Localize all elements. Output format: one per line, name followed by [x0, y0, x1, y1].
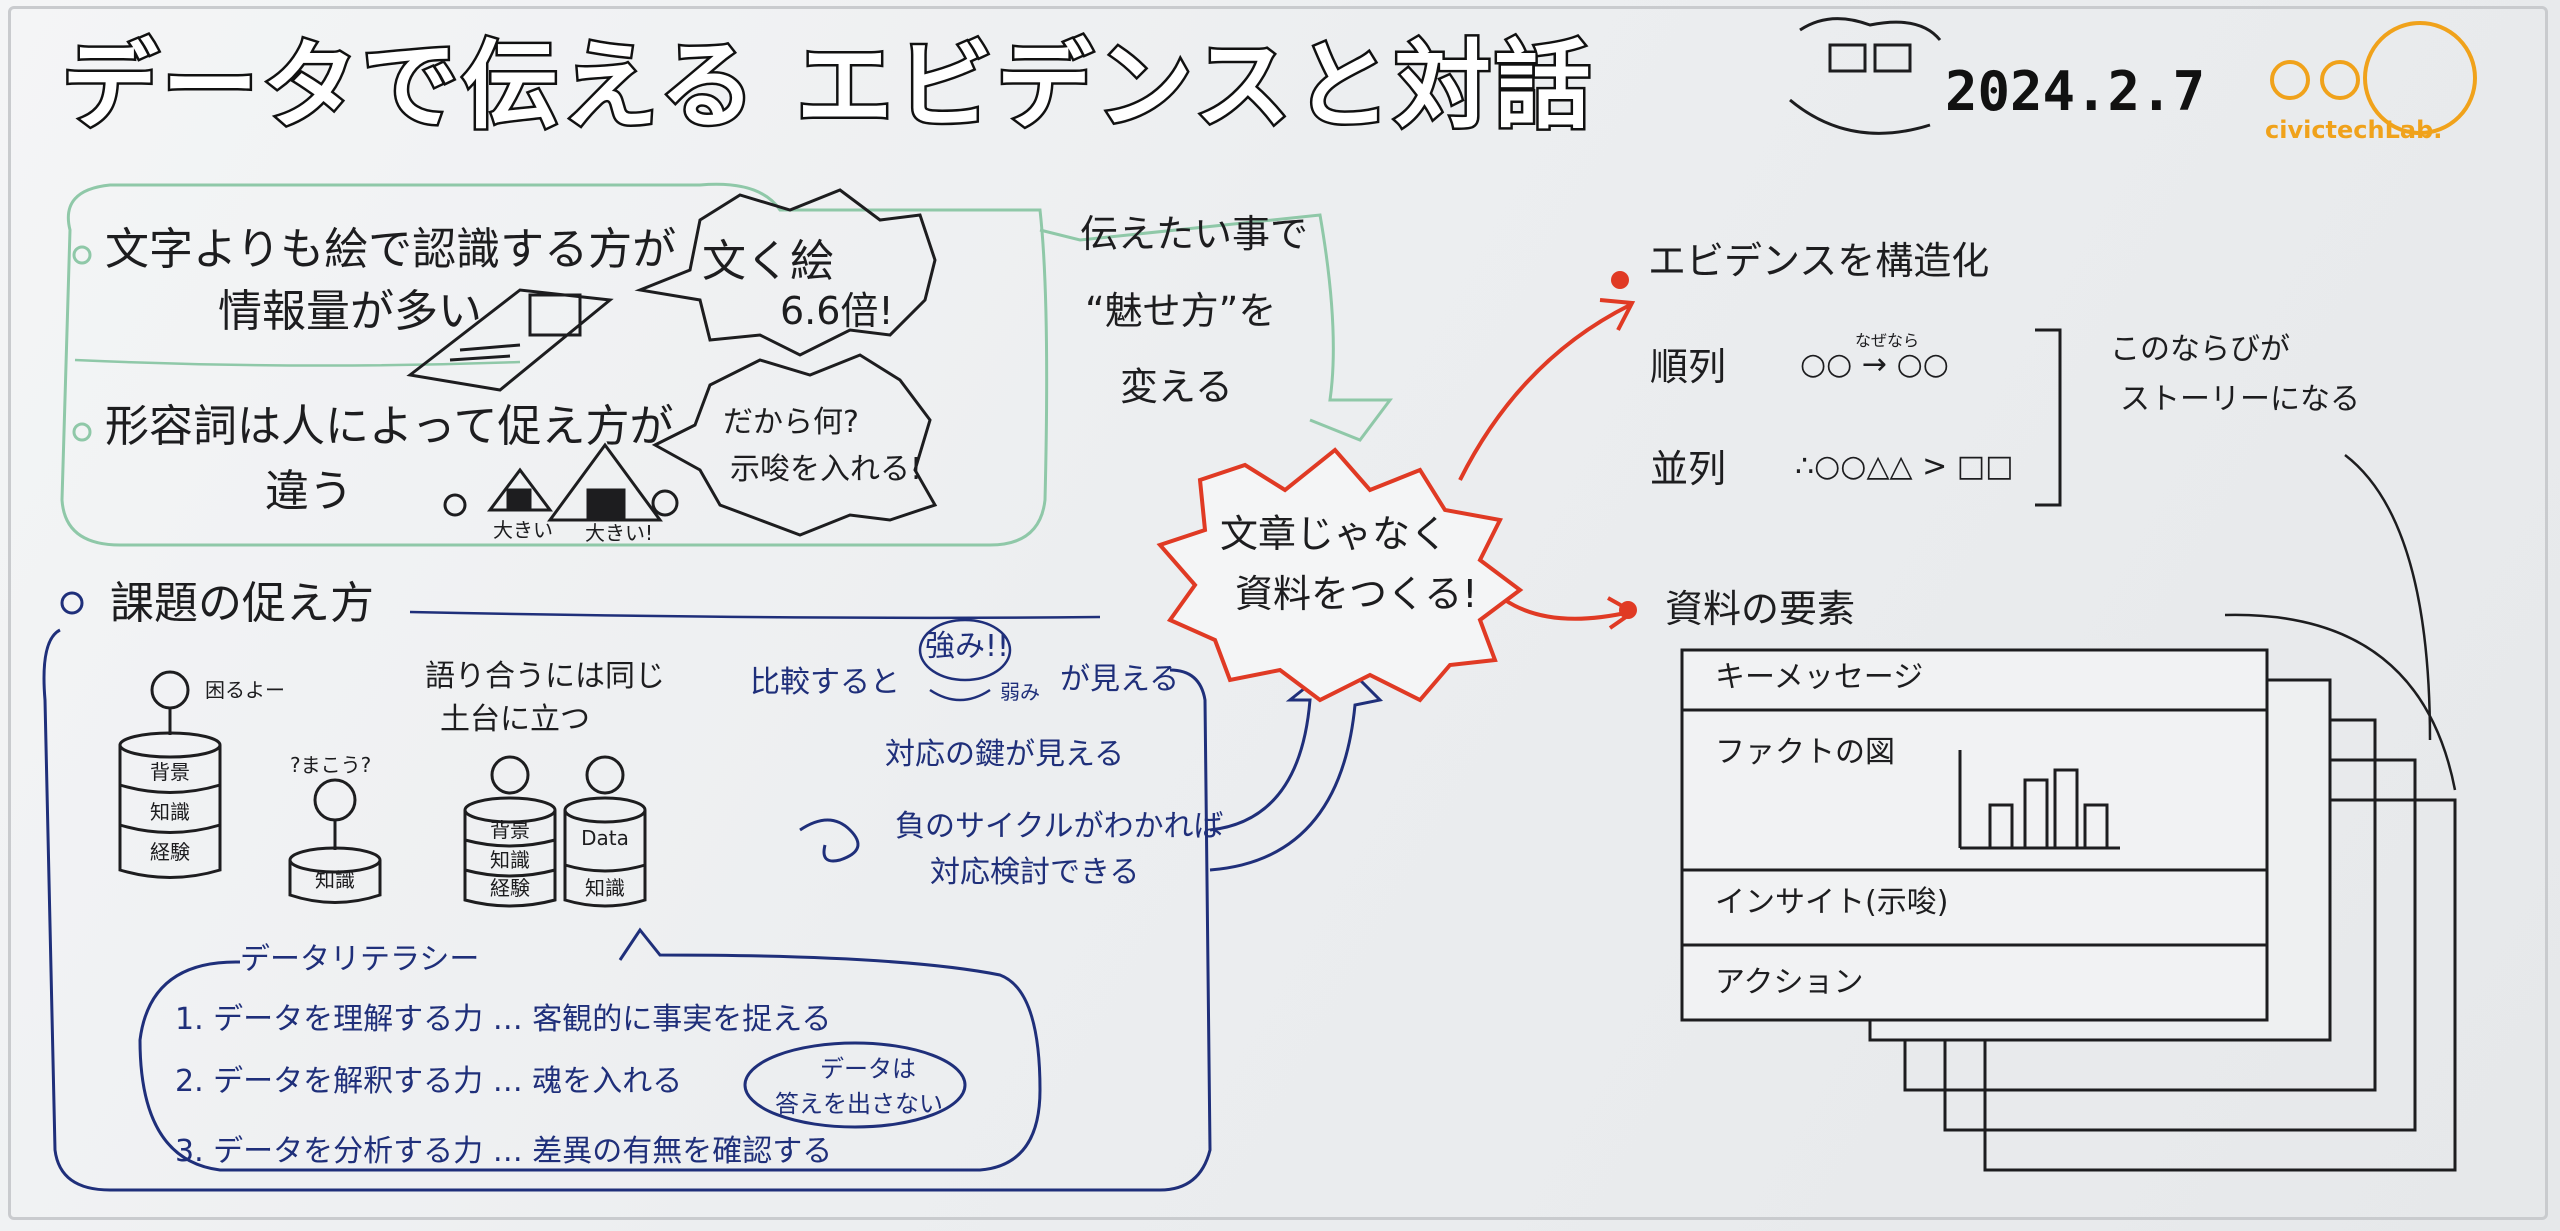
center-burst-line2: 資料をつくる!: [1235, 572, 1478, 616]
page-title: データで伝える エビデンスと対話: [60, 30, 1595, 142]
red-bullet-1: [1611, 271, 1629, 289]
bullet2-line2: 違う: [265, 466, 353, 517]
burst1-line2: 6.6倍!: [780, 289, 894, 333]
rice-balls: [443, 442, 679, 522]
huh-label: ?まこう?: [290, 753, 372, 777]
strength-label: 強み!!: [925, 629, 1010, 664]
sequence-because: なぜなら: [1855, 331, 1920, 350]
literacy-heading: データリテラシー: [240, 942, 480, 977]
stack-mid-1: 知識: [490, 848, 530, 872]
literacy-item-1: 1. データを理解する力 … 客観的に事実を捉える: [175, 1002, 832, 1037]
bullet2-line1: 形容詞は人によって促え方が: [105, 401, 674, 452]
story-curve: [2344, 454, 2432, 741]
stack-left-1: 知識: [150, 800, 190, 824]
cycle-swirl: [799, 818, 860, 863]
stack-mid-0: 背景: [490, 818, 530, 842]
logo-outline: [2270, 21, 2477, 135]
blue-heading-underline: [409, 610, 1101, 620]
stack-left-cubes: [118, 670, 222, 879]
note-line1: 伝えたい事で: [1080, 212, 1309, 256]
issues-heading: 課題の促え方: [110, 578, 374, 629]
literacy-frame: [138, 927, 1042, 1172]
center-burst-shape: [1156, 447, 1524, 703]
data-block-bottom: 知識: [585, 876, 625, 900]
bullet-dot-1: [72, 245, 92, 265]
same-ground-line2: 土台に立つ: [440, 702, 590, 737]
evidence-heading: エビデンスを構造化: [1648, 239, 1990, 283]
single-block: [288, 778, 382, 904]
visible-label: が見える: [1060, 662, 1180, 697]
burst-shape-2: [651, 353, 938, 537]
stack-left-0: 背景: [150, 760, 190, 784]
single-block-label: 知識: [315, 868, 355, 892]
burst2-line1: だから何?: [723, 405, 859, 440]
slide-stack: [1680, 648, 2457, 1172]
blue-section-frame: [42, 628, 1212, 1192]
literacy-item-3: 3. データを分析する力 … 差異の有無を確認する: [175, 1134, 833, 1169]
paper-sketch: [406, 288, 614, 392]
rice-big-label: 大きい!: [585, 521, 654, 545]
compare-label: 比較すると: [750, 665, 900, 700]
material-row-action: アクション: [1715, 965, 1864, 1000]
troubled-label: 困るよー: [205, 678, 285, 702]
stack-mid-cubes: [463, 755, 647, 908]
blue-arrow: [1209, 657, 1384, 872]
burst1-line1: 文く絵: [702, 236, 834, 287]
data-bubble: [743, 1041, 967, 1129]
sequence-symbol: ○○ → ○○: [1800, 347, 1949, 382]
green-divider: [74, 358, 521, 367]
note-line3: 変える: [1120, 365, 1233, 409]
cycle-line2: 対応検討できる: [930, 855, 1140, 890]
story-line2: ストーリーになる: [2120, 382, 2360, 417]
literacy-item-2: 2. データを解釈する力 … 魂を入れる: [175, 1064, 683, 1099]
data-bubble-line2: 答えを出さない: [775, 1090, 943, 1118]
bullet1-line1: 文字よりも絵で認識する方が: [105, 224, 677, 275]
face-sketch: [1789, 17, 1942, 135]
key-visible-label: 対応の鍵が見える: [885, 737, 1125, 772]
stack-mid-2: 経験: [490, 876, 530, 900]
parallel-symbol: ∴○○△△ > □□: [1795, 449, 2014, 484]
strength-bubble: [918, 618, 1012, 682]
red-arrow-up: [1458, 303, 1631, 481]
rice-small-label: 大きい: [493, 518, 553, 542]
bullet1-line2: 情報量が多い: [218, 286, 482, 337]
fact-bar-sketch: [1958, 750, 2120, 850]
burst-shape-1: [634, 188, 937, 357]
evidence-bracket: [2035, 328, 2062, 507]
material-row-fact-chart: ファクトの図: [1715, 735, 1895, 770]
material-row-key-message: キーメッセージ: [1715, 660, 1924, 695]
bullet-dot-2: [72, 422, 92, 442]
red-bullet-2: [1619, 601, 1637, 619]
blue-bullet: [60, 591, 84, 615]
note-line2: “魅せ方”を: [1085, 289, 1277, 333]
stack-left-2: 経験: [150, 840, 190, 864]
date: 2024.2.7: [1945, 60, 2206, 123]
sequence-label: 順列: [1650, 345, 1727, 389]
red-arrow-down: [1503, 598, 1631, 621]
data-block-top: Data: [581, 826, 629, 850]
weakness-label: 弱み: [1000, 680, 1040, 704]
logo-text: civictechLab.: [2265, 116, 2443, 144]
material-row-insight: インサイト(示唆): [1715, 885, 1949, 920]
story-line1: このならびが: [2110, 332, 2290, 367]
note-frame: [1039, 213, 1393, 442]
parallel-label: 並列: [1650, 447, 1727, 491]
data-bubble-line1: データは: [820, 1055, 916, 1083]
cycle-line1: 負のサイクルがわかれば: [895, 809, 1224, 844]
green-section-frame: [60, 182, 1049, 547]
burst2-line2: 示唆を入れる!: [730, 452, 923, 487]
same-ground-line1: 語り合うには同じ: [425, 659, 665, 694]
materials-heading: 資料の要素: [1665, 587, 1856, 631]
center-burst-line1: 文章じゃなく: [1220, 512, 1449, 556]
